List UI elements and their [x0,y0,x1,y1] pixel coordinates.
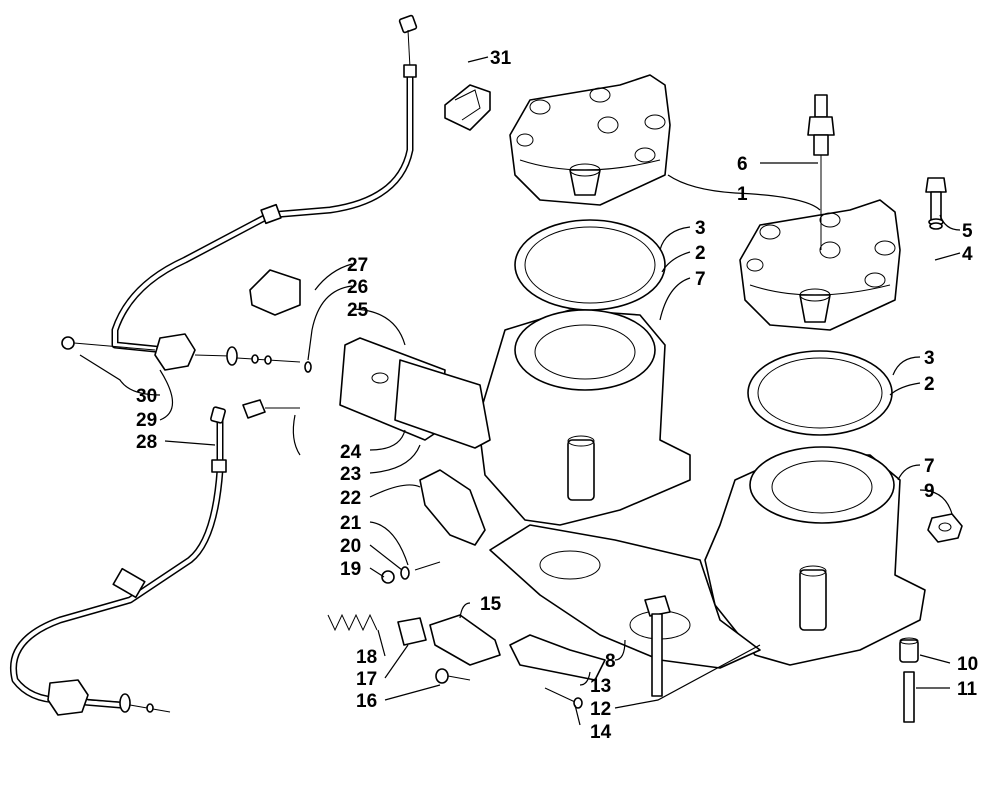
part-8-base-gasket [489,524,761,669]
callout-2-front: 2 [924,374,935,395]
callout-3-front: 3 [924,348,935,369]
part-18-spring [327,613,378,632]
callout-3-rear: 3 [695,218,706,239]
callout-26: 26 [347,277,368,298]
part-20-washer [400,566,410,580]
part-3-2-gasket-front [747,350,893,436]
callout-12: 12 [590,699,611,720]
part-13-valve [509,634,606,681]
part-19-nut [381,570,395,584]
part-3-2-gasket-rear [514,219,666,311]
callout-labels: 31 6 1 3 2 7 5 4 27 26 25 3 2 30 29 28 2… [136,48,978,743]
callout-5: 5 [962,221,973,242]
leader-lines [79,56,961,726]
part-4-washer [929,222,943,230]
throttle-cable-lower [10,406,227,716]
callout-4: 4 [962,244,973,265]
part-27-clamp [249,269,301,316]
callout-10: 10 [957,654,978,675]
callout-14: 14 [590,722,612,743]
callout-13: 13 [590,676,611,697]
part-6-spark-plug [807,94,835,250]
part-7-cylinder-front [704,446,926,666]
part-12-bolt [644,595,671,697]
callout-24: 24 [340,442,362,463]
cylinder-head-front [739,199,901,331]
part-24-bolt [242,399,300,419]
callout-30: 30 [136,386,157,407]
callout-7-front: 7 [924,456,935,477]
callout-2-rear: 2 [695,243,706,264]
callout-23: 23 [340,464,361,485]
callout-1: 1 [737,184,748,205]
part-10-spacer [899,637,919,663]
callout-15: 15 [480,594,502,615]
callout-25: 25 [347,300,369,321]
part-26-washer [304,361,312,373]
callout-28: 28 [136,432,157,453]
part-23-gasket [394,359,491,449]
callout-7-rear: 7 [695,269,706,290]
part-11-stud [903,671,915,723]
part-16-screw [435,668,471,684]
throttle-cable-upper [111,14,418,371]
callout-18: 18 [356,647,377,668]
callout-11: 11 [957,679,978,700]
callout-6: 6 [737,154,748,175]
part-17-housing [397,617,427,646]
callout-31: 31 [490,48,512,69]
part-21-stud [414,561,441,571]
part-15-cover [429,614,501,666]
part-7-cylinder-rear [477,309,691,526]
callout-19: 19 [340,559,361,580]
callout-8: 8 [605,651,616,672]
callout-21: 21 [340,513,362,534]
callout-17: 17 [356,669,377,690]
callout-16: 16 [356,691,377,712]
callout-9: 9 [924,481,935,502]
part-31-clip [444,84,491,131]
callout-22: 22 [340,488,361,509]
part-14-screw [544,687,583,709]
part-30-screw [61,336,156,351]
callout-20: 20 [340,536,361,557]
callout-27: 27 [347,255,368,276]
cylinder-head-rear [509,74,671,206]
part-9-nut [927,513,963,543]
part-22-gasket [419,469,486,546]
part-5-bolt [925,177,947,226]
callout-29: 29 [136,410,157,431]
